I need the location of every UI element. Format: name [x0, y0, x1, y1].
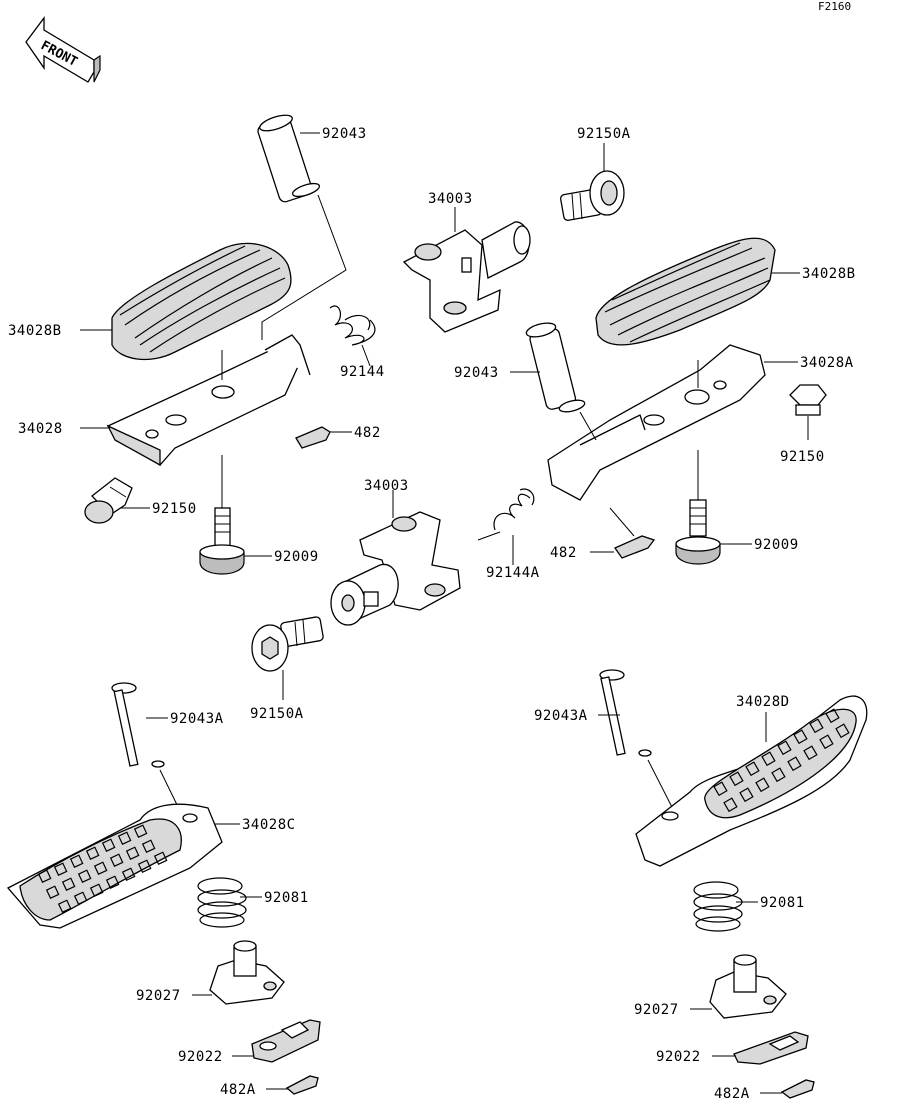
- bolt-92009-left: [199, 455, 245, 575]
- label-92081-left: 92081: [264, 890, 309, 906]
- label-92009-right: 92009: [754, 537, 799, 553]
- front-arrow-icon: FRONT: [25, 16, 101, 83]
- label-92027-right: 92027: [634, 1002, 679, 1018]
- bracket-34003-top: [402, 221, 531, 333]
- label-34028B-left: 34028B: [8, 323, 62, 339]
- diagram-code: F2160: [818, 0, 851, 13]
- label-92144: 92144: [340, 364, 385, 380]
- spring-92144A: [477, 488, 535, 541]
- label-92150A-top: 92150A: [577, 126, 631, 142]
- footpeg-34028-left: [106, 334, 311, 467]
- label-92150A-bottom: 92150A: [250, 706, 304, 722]
- label-34028B-right: 34028B: [802, 266, 856, 282]
- footpeg-34028C: [6, 803, 223, 929]
- footpeg-34028A-right: [547, 344, 766, 501]
- label-34003-top: 34003: [428, 191, 473, 207]
- pin-92043-top: [257, 114, 321, 203]
- spring-92144: [329, 305, 376, 346]
- label-92043-mid: 92043: [454, 365, 499, 381]
- label-482A-left: 482A: [220, 1082, 256, 1098]
- label-482-right: 482: [550, 545, 577, 561]
- label-34028D: 34028D: [736, 694, 790, 710]
- clip-482A-right: [780, 1079, 815, 1099]
- bracket-92027-right: [709, 954, 787, 1019]
- bolt-92150-left: [84, 477, 133, 524]
- spring-92081-left: [197, 877, 247, 928]
- label-92081-right: 92081: [760, 895, 805, 911]
- plate-92022-right: [733, 1031, 809, 1065]
- label-92027-left: 92027: [136, 988, 181, 1004]
- clip-482-right: [614, 535, 656, 559]
- bolt-92009-right: [675, 450, 721, 565]
- bracket-34003-mid: [330, 511, 461, 626]
- label-92043A-right: 92043A: [534, 708, 588, 724]
- pin-92043A-left: [111, 682, 165, 768]
- bolt-92150-right: [789, 384, 827, 416]
- label-92022-left: 92022: [178, 1049, 223, 1065]
- label-34028C: 34028C: [242, 817, 296, 833]
- label-92043-top: 92043: [322, 126, 367, 142]
- pin-92043A-right: [599, 669, 652, 757]
- bolt-92150A-top: [559, 170, 625, 221]
- bracket-92027-left: [209, 940, 285, 1005]
- label-92009-left: 92009: [274, 549, 319, 565]
- label-92144A: 92144A: [486, 565, 540, 581]
- clip-482A-left: [285, 1075, 319, 1095]
- bolt-92150A-bottom: [251, 616, 324, 672]
- label-482A-right: 482A: [714, 1086, 750, 1102]
- plate-92022-left: [251, 1019, 321, 1063]
- label-92022-right: 92022: [656, 1049, 701, 1065]
- label-92150-right: 92150: [780, 449, 825, 465]
- label-92043A-left: 92043A: [170, 711, 224, 727]
- spring-92081-right: [693, 881, 743, 932]
- label-34028A: 34028A: [800, 355, 854, 371]
- footpeg-34028D: [635, 695, 868, 867]
- pin-92043-mid: [525, 322, 586, 413]
- footpeg-rubber-34028B-right: [595, 237, 776, 346]
- label-34003-mid: 34003: [364, 478, 409, 494]
- label-34028: 34028: [18, 421, 63, 437]
- footpeg-rubber-34028B-left: [111, 242, 292, 361]
- clip-482-left: [295, 426, 331, 449]
- label-482-left: 482: [354, 425, 381, 441]
- label-92150-left: 92150: [152, 501, 197, 517]
